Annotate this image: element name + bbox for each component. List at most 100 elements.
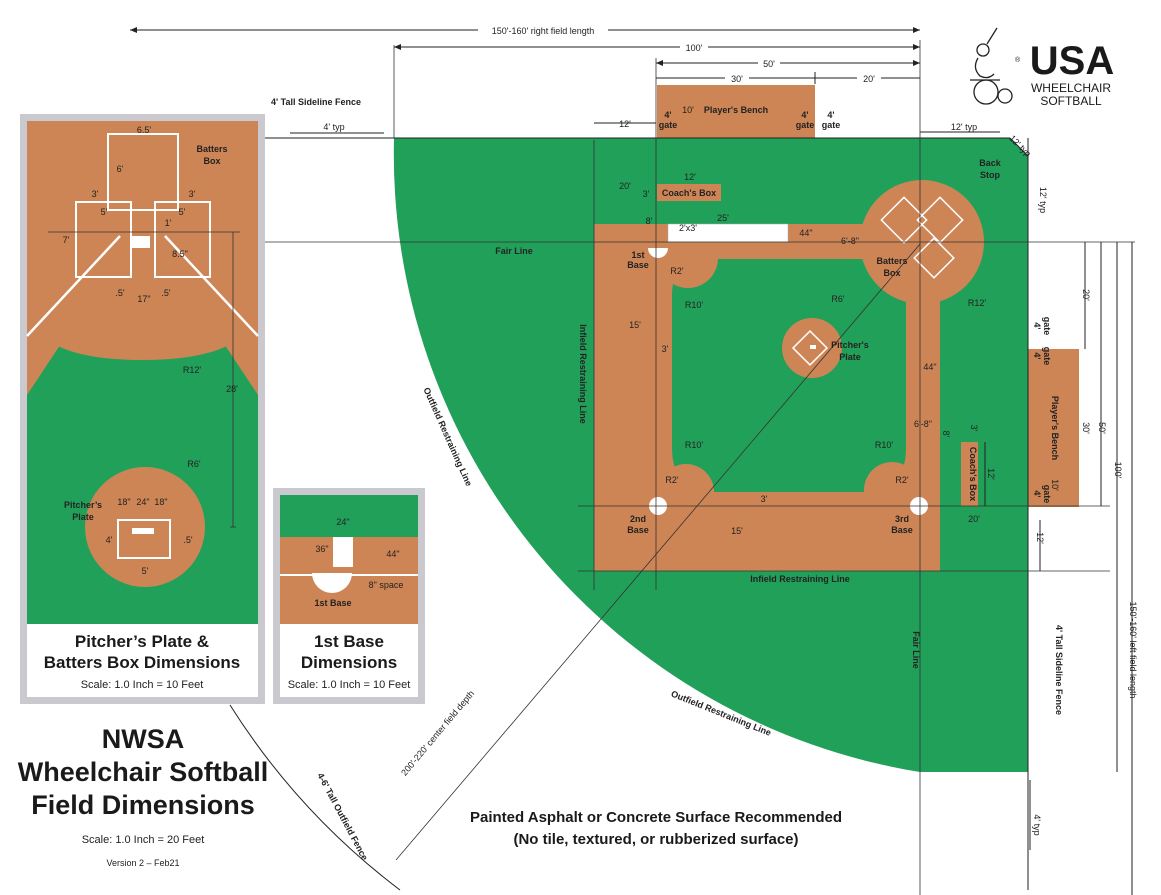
dim-100-top: 100'	[686, 43, 703, 53]
inset-dim-5l: .5'	[115, 288, 125, 298]
home-batters-boxes	[880, 196, 964, 279]
pitchers-plate	[791, 329, 829, 367]
center-line	[395, 243, 921, 861]
dim-3-left: 3'	[662, 344, 669, 354]
inset-dim-65: 6.5'	[137, 125, 152, 135]
inset-pitcher-title-1: Pitcher’s Plate &	[75, 632, 209, 651]
gate-d-label: gate	[1042, 317, 1052, 336]
main-title-version: Version 2 – Feb21	[106, 858, 179, 868]
dim-10-bench: 10'	[682, 105, 694, 115]
fair-line-left-label: Fair Line	[495, 246, 533, 256]
coach-box-right	[961, 442, 978, 506]
third-base-label-1: 3rd	[895, 514, 909, 524]
dim-3-coach: 3'	[643, 189, 650, 199]
inset-dim-5w: 5'	[142, 566, 149, 576]
gate-f-label: gate	[1042, 485, 1052, 504]
dim-12-right-low: 12'	[1035, 532, 1045, 544]
dim-20-coach: 20'	[619, 181, 631, 191]
usa-wheelchair-softball-logo: USA ® WHEELCHAIR SOFTBALL	[970, 27, 1114, 108]
players-bench-label: Player's Bench	[704, 105, 768, 115]
right-dimensions	[984, 242, 1133, 895]
batters-box-label-1: Batters	[876, 256, 907, 266]
inset-dim-4: 4'	[106, 535, 113, 545]
r2-first: R2'	[670, 266, 684, 276]
first-base-label-1: 1st	[631, 250, 644, 260]
second-base-label-2: Base	[627, 525, 649, 535]
inset-base-title-1: 1st Base	[314, 632, 384, 651]
r10-first: R10'	[685, 300, 704, 310]
inset-base-scale: Scale: 1.0 Inch = 10 Feet	[288, 679, 411, 691]
right-field-length-label: 150'-160' right field length	[492, 26, 595, 36]
second-base-label-1: 2nd	[630, 514, 646, 524]
dim-15-left: 15'	[629, 320, 641, 330]
gate-d-size: 4'	[1032, 322, 1042, 329]
dim-25: 25'	[717, 213, 729, 223]
pitchers-plate-label-2: Plate	[839, 352, 861, 362]
gate-b-size: 4'	[801, 110, 808, 120]
dim-20-bottom: 20'	[968, 514, 980, 524]
main-title-line-2: Wheelchair Softball	[18, 757, 269, 787]
inset-pitchers-plate-1: Pitcher’s	[64, 500, 102, 510]
inset-r6: R6'	[187, 459, 201, 469]
inset-pitcher-scale: Scale: 1.0 Inch = 10 Feet	[81, 679, 204, 691]
inset-dim-5r: .5'	[161, 288, 171, 298]
inset-dim-5b: 5'	[179, 207, 186, 217]
dim-4typ-top: 4' typ	[323, 122, 344, 132]
dim-44-top: 44"	[799, 228, 812, 238]
dim-68-right: 6'-8"	[914, 419, 932, 429]
inset-pitcher-title-2: Batters Box Dimensions	[44, 653, 241, 672]
inset-dim-18a: 18"	[117, 497, 130, 507]
first-base-label-2: Base	[627, 260, 649, 270]
gate-c-label: gate	[822, 120, 841, 130]
inset-dim-3b: 3'	[189, 189, 196, 199]
sideline-fence-top-label: 4' Tall Sideline Fence	[271, 97, 361, 107]
dim-8-right: 8'	[941, 431, 951, 438]
dim-10-bench-right: 10'	[1050, 479, 1060, 491]
coach-box-top-label: Coach's Box	[662, 188, 716, 198]
r2-second: R2'	[665, 475, 679, 485]
inset-r12: R12'	[183, 365, 202, 375]
players-bench-top	[657, 85, 815, 138]
gate-e-size: 4'	[1032, 352, 1042, 359]
surface-note-line-1: Painted Asphalt or Concrete Surface Reco…	[470, 809, 842, 826]
dim-100-right: 100'	[1113, 462, 1123, 479]
main-field	[20, 40, 1135, 895]
back-stop-label-1: Back	[979, 158, 1002, 168]
fair-line-bottom-label: Fair Line	[911, 631, 921, 669]
first-base	[648, 248, 668, 258]
left-field-length-label: 150'-160' left field length	[1128, 601, 1138, 698]
inset-dim-5a: 5'	[101, 207, 108, 217]
main-title-block: NWSA Wheelchair Softball Field Dimension…	[18, 724, 269, 868]
third-base-cutout	[864, 462, 920, 518]
dim-4typ-right: 4' typ	[1032, 814, 1042, 835]
r10-second: R10'	[685, 440, 704, 450]
dim-15-bottom: 15'	[731, 526, 743, 536]
logo-brand: USA	[1030, 39, 1114, 83]
dim-3-bottom: 3'	[761, 494, 768, 504]
inset-base-44: 44"	[386, 549, 399, 559]
batters-box-label-2: Box	[883, 268, 900, 278]
inset-base-panel: 24" 36" 44" 8" space 1st Base 1st Base D…	[273, 488, 425, 704]
main-title-line-1: NWSA	[102, 724, 185, 754]
logo-reg: ®	[1015, 56, 1021, 64]
sideline-fence-right-label: 4' Tall Sideline Fence	[1054, 625, 1064, 715]
inset-dim-7: 7'	[63, 235, 70, 245]
third-base-label-2: Base	[891, 525, 913, 535]
dim-12-coach: 12'	[684, 172, 696, 182]
surface-note-line-2: (No tile, textured, or rubberized surfac…	[513, 831, 798, 848]
main-title-scale: Scale: 1.0 Inch = 20 Feet	[82, 834, 205, 846]
inset-base-label: 1st Base	[314, 598, 351, 608]
dim-20-top: 20'	[863, 74, 875, 84]
pitchers-rubber	[810, 345, 816, 349]
infield-line-left-label: Infield Restraining Line	[578, 324, 588, 424]
logo-line-2: SOFTBALL	[1040, 94, 1102, 108]
players-bench-right	[1028, 349, 1079, 507]
pitchers-plate-label-1: Pitcher's	[831, 340, 869, 350]
gate-e-label: gate	[1042, 347, 1052, 366]
inset-dim-1: 1'	[165, 218, 172, 228]
dim-50-top: 50'	[763, 59, 775, 69]
outfield-fence-label: 4-6' Tall Outfield Fence	[315, 771, 370, 862]
inset-dim-6: 6'	[117, 164, 124, 174]
main-title-line-3: Field Dimensions	[31, 790, 255, 820]
